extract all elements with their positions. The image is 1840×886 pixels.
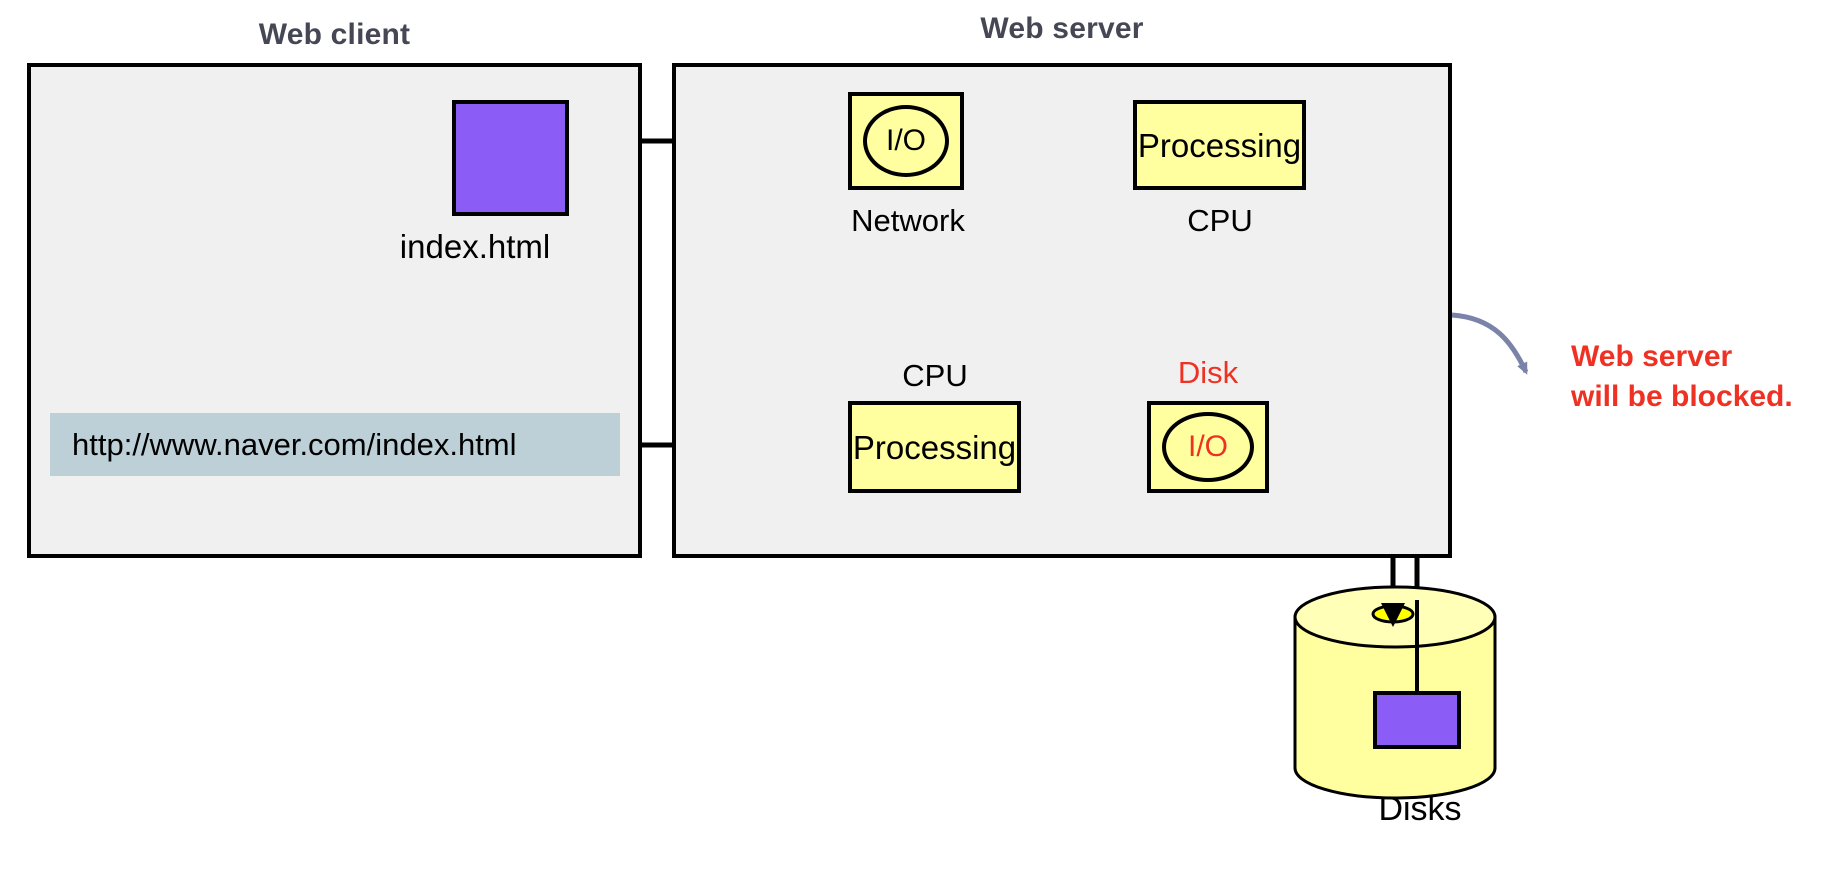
network-io-box: I/O [848,92,964,190]
web-client-title: Web client [258,18,411,51]
disks-caption: Disks [1378,790,1462,828]
cpu-processing-box-top: Processing [1133,100,1306,190]
io-oval-icon: I/O [1162,412,1254,482]
client-index-file [452,100,569,216]
cpu-processing-label-bottom: Processing [852,428,1017,466]
blocked-callout: Web server will be blocked. [1571,337,1840,416]
callout-arrow [1451,312,1529,375]
io-oval-icon: I/O [863,105,949,177]
disk-io-box: I/O [1147,401,1269,493]
client-index-file-label: index.html [399,228,551,265]
disk-io-label: I/O [1187,430,1228,463]
url-input[interactable]: http://www.naver.com/index.html [50,413,620,476]
network-io-label: I/O [885,124,926,157]
cpu-caption-top: CPU [1187,203,1253,238]
url-text: http://www.naver.com/index.html [72,426,517,462]
web-server-title: Web server [980,12,1144,45]
network-caption: Network [851,203,965,238]
blocked-callout-line2: will be blocked. [1571,379,1793,413]
cpu-processing-box-bottom: Processing [848,401,1021,493]
cpu-processing-label-top: Processing [1137,126,1302,164]
disk-caption: Disk [1177,355,1239,390]
blocked-callout-line1: Web server [1571,340,1733,373]
cpu-caption-bottom: CPU [902,358,968,393]
web-server-panel [672,63,1452,558]
